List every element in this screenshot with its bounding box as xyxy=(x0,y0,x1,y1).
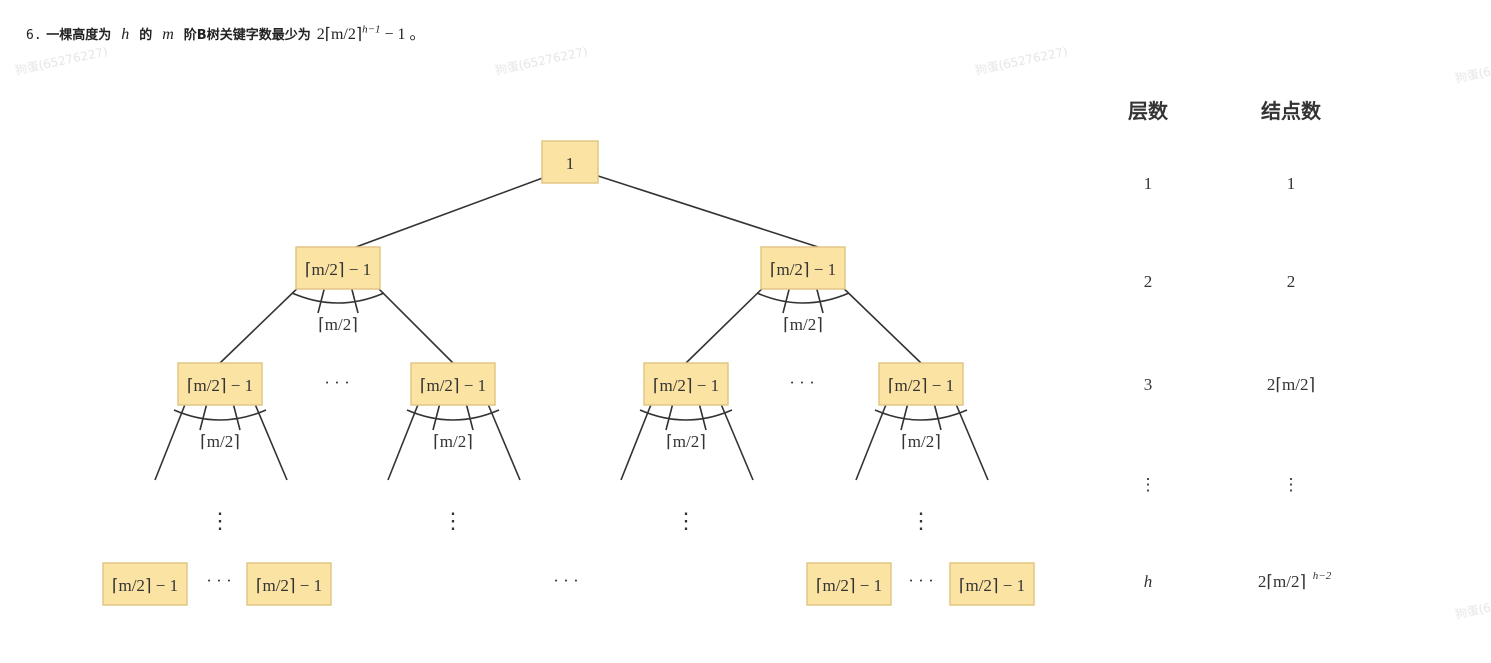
edge xyxy=(219,279,307,364)
horizontal-ellipsis: · · · xyxy=(206,571,231,590)
node-label: ⌈m/2⌉ − 1 xyxy=(112,576,178,595)
edge xyxy=(154,396,189,481)
table-row: ⋮⋮ xyxy=(1140,475,1300,494)
horizontal-ellipsis: · · · xyxy=(908,571,933,590)
count-exponent: h−2 xyxy=(1313,570,1332,582)
node-box xyxy=(541,140,599,184)
count-cell: 2 xyxy=(1287,272,1296,291)
formula-tail: − 1 。 xyxy=(384,26,426,43)
node-box xyxy=(760,246,846,290)
count-cell: ⋮ xyxy=(1283,475,1300,494)
vertical-ellipsis: ⋮ xyxy=(910,508,932,533)
tree-edges xyxy=(154,173,989,481)
node-label: ⌈m/2⌉ − 1 xyxy=(653,376,719,395)
edge xyxy=(369,279,454,364)
branch-arc xyxy=(756,292,850,304)
node-label: ⌈m/2⌉ − 1 xyxy=(305,260,371,279)
edge xyxy=(834,279,922,364)
count-cell: 1 xyxy=(1287,174,1296,193)
vertical-ellipsis: ⋮ xyxy=(209,508,231,533)
node-box xyxy=(177,362,263,406)
vertical-ellipsis: ⋮ xyxy=(675,508,697,533)
question-number: 6. xyxy=(26,28,42,43)
header-level: 层数 xyxy=(1128,99,1169,123)
edge xyxy=(387,396,422,481)
vertical-ellipsis: ⋮ xyxy=(442,508,464,533)
node-box xyxy=(410,362,496,406)
branch-count-label: ⌈m/2⌉ xyxy=(318,315,358,334)
level-cell: 3 xyxy=(1144,375,1153,394)
edge xyxy=(620,396,655,481)
node-label: ⌈m/2⌉ − 1 xyxy=(256,576,322,595)
var-m: m xyxy=(162,26,174,43)
node-box xyxy=(949,562,1035,606)
question-part: 一棵高度为 xyxy=(46,28,112,43)
question-part: 的 xyxy=(139,28,153,43)
edge xyxy=(855,396,890,481)
branch-arc xyxy=(291,292,385,304)
var-h: h xyxy=(121,26,130,43)
branch-count-label: ⌈m/2⌉ xyxy=(901,432,941,451)
node-box xyxy=(806,562,892,606)
node-label: ⌈m/2⌉ − 1 xyxy=(770,260,836,279)
table-row: h 2⌈m/2⌉ h−2 xyxy=(1144,570,1332,591)
edge xyxy=(952,396,989,481)
count-cell: 2⌈m/2⌉ xyxy=(1258,572,1306,591)
node-label: ⌈m/2⌉ − 1 xyxy=(888,376,954,395)
branch-count-label: ⌈m/2⌉ xyxy=(433,432,473,451)
branch-count-label: ⌈m/2⌉ xyxy=(200,432,240,451)
formula-exp: h−1 xyxy=(362,23,381,36)
node-label: ⌈m/2⌉ − 1 xyxy=(187,376,253,395)
edge xyxy=(685,279,772,364)
edge xyxy=(717,396,754,481)
branch-count-label: ⌈m/2⌉ xyxy=(783,315,823,334)
edge xyxy=(251,396,288,481)
horizontal-ellipsis: · · · xyxy=(553,571,578,590)
branch-count-label: ⌈m/2⌉ xyxy=(666,432,706,451)
node-label: ⌈m/2⌉ − 1 xyxy=(959,576,1025,595)
question-part: 阶B树关键字数最少为 xyxy=(183,28,311,43)
tree-nodes: 1 ⌈m/2⌉ ⌈m/2⌉ − 1 ⌈m/2⌉ ⌈m/2⌉ − 1 ⌈m/2⌉ ⌈m/2⌉ … xyxy=(102,140,1035,606)
header-count: 结点数 xyxy=(1261,99,1322,123)
node-box xyxy=(643,362,729,406)
node-label: ⌈m/2⌉ − 1 xyxy=(420,376,486,395)
branch-arc xyxy=(874,409,968,421)
node-label: ⌈m/2⌉ − 1 xyxy=(816,576,882,595)
horizontal-ellipsis: · · · xyxy=(324,373,349,392)
branch-arc xyxy=(639,409,733,421)
branch-arc xyxy=(173,409,267,421)
level-cell: h xyxy=(1144,572,1153,591)
level-cell: 1 xyxy=(1144,174,1153,193)
formula-base: 2⌈m/2⌉ xyxy=(316,26,363,43)
node-box xyxy=(102,562,188,606)
node-box xyxy=(295,246,381,290)
node-box xyxy=(246,562,332,606)
count-cell: 2⌈m/2⌉ xyxy=(1267,375,1315,394)
level-cell: ⋮ xyxy=(1140,475,1157,494)
edge xyxy=(355,175,549,248)
table-row: 3 2⌈m/2⌉ xyxy=(1144,375,1315,394)
formula: 2⌈m/2⌉h−1 − 1 。 xyxy=(316,23,426,43)
level-cell: 2 xyxy=(1144,272,1153,291)
edge xyxy=(484,396,521,481)
horizontal-ellipsis: · · · xyxy=(789,373,814,392)
branch-arc xyxy=(406,409,500,421)
edge xyxy=(591,173,819,248)
node-box xyxy=(878,362,964,406)
node-label: 1 xyxy=(566,154,575,173)
